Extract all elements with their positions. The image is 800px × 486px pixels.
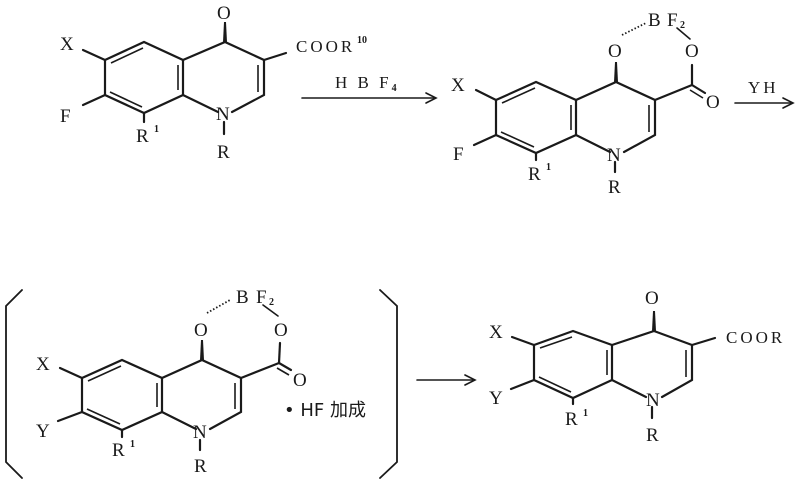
arrow-1-reagent: H B F4 <box>335 73 400 94</box>
c4-n-label: N <box>646 390 660 411</box>
c3-o-carbonyl-label: O <box>293 370 307 391</box>
c1-r1-label: R <box>136 126 149 147</box>
c1-o-label: O <box>217 3 231 24</box>
left-bracket <box>5 289 23 479</box>
c3-r-label: R <box>194 456 207 477</box>
c3-r1-sup: 1 <box>130 439 135 450</box>
c2-f-label: F <box>453 144 464 165</box>
c3-y-label: Y <box>36 421 50 442</box>
c4-r-label: R <box>646 425 659 446</box>
c3-o-ester-label: O <box>274 320 288 341</box>
c2-f2-label: F <box>667 10 678 31</box>
c4-r1-sup: 1 <box>583 408 588 419</box>
c3-x-label: X <box>36 354 50 375</box>
c2-r-label: R <box>608 177 621 198</box>
c2-f2-sub: 2 <box>680 20 685 31</box>
c3-o-ring-label: O <box>194 320 208 341</box>
reaction-arrow-2: YH <box>734 78 795 109</box>
c3-r1-label: R <box>112 440 125 461</box>
c4-y-label: Y <box>489 388 503 409</box>
c1-ester-label: COOR <box>296 37 355 56</box>
c2-o-carbonyl-label: O <box>706 92 720 113</box>
arrow-2-reagent: YH <box>748 78 779 97</box>
c2-o-ring-label: O <box>608 41 622 62</box>
compound-3: X Y R 1 N R O O O B F 2 • HF 加成 <box>5 287 398 479</box>
compound-1: X F R 1 N R O COOR 10 <box>60 3 367 163</box>
c1-ester-sup: 10 <box>357 35 367 46</box>
c4-x-label: X <box>489 322 503 343</box>
c3-n-label: N <box>193 422 207 443</box>
c1-r1-sup: 1 <box>154 124 159 135</box>
reaction-arrow-3 <box>416 374 477 386</box>
c2-r1-sup: 1 <box>546 162 551 173</box>
c2-n-label: N <box>607 145 621 166</box>
c2-b-label: B <box>648 10 661 31</box>
c1-f-label: F <box>60 106 71 127</box>
c3-b-label: B <box>236 287 249 308</box>
c1-x-label: X <box>60 34 74 55</box>
c3-hf-adduct-label: • HF 加成 <box>284 400 366 421</box>
c1-r-label: R <box>217 142 230 163</box>
c3-f2-label: F <box>256 287 267 308</box>
c2-o-ester-label: O <box>685 41 699 62</box>
c3-f2-sub: 2 <box>269 297 274 308</box>
compound-4: X Y R 1 N R O COOR <box>489 288 785 446</box>
c4-ester-label: COOR <box>726 328 785 347</box>
right-bracket <box>379 289 398 479</box>
c4-o-label: O <box>645 288 659 309</box>
c2-r1-label: R <box>528 164 541 185</box>
c4-r1-label: R <box>565 409 578 430</box>
compound-2: X F R 1 N R O O O B F 2 <box>451 10 720 198</box>
reaction-arrow-1: H B F4 <box>301 73 438 104</box>
c1-n-label: N <box>216 104 230 125</box>
c2-x-label: X <box>451 75 465 96</box>
